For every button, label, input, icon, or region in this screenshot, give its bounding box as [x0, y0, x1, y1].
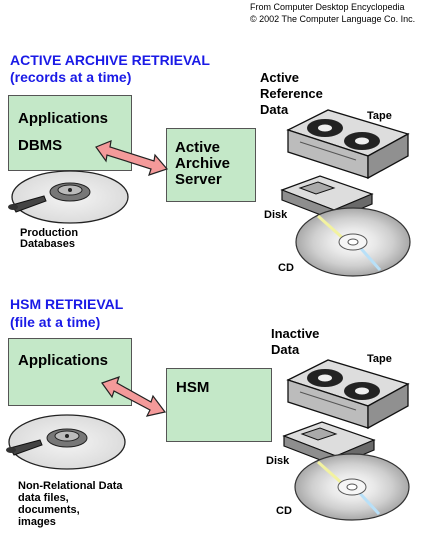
bottom-double-arrow — [101, 376, 167, 417]
top-disk-media-label: Disk — [264, 209, 288, 221]
top-subtitle: (records at a time) — [10, 69, 132, 85]
credit-line-1: From Computer Desktop Encyclopedia — [250, 2, 405, 12]
credit-line-2: © 2002 The Computer Language Co. Inc. — [250, 14, 416, 24]
bottom-hsm-label: HSM — [176, 379, 210, 396]
top-applications-label: Applications — [18, 110, 109, 127]
bottom-applications-box — [8, 338, 132, 406]
bottom-tape-icon — [286, 359, 410, 430]
top-server-line-1: Active — [175, 139, 221, 156]
top-cd-icon — [295, 207, 411, 277]
top-double-arrow — [95, 140, 169, 176]
bottom-applications-label: Applications — [18, 352, 109, 369]
bottom-subtitle: (file at a time) — [10, 314, 101, 330]
bottom-disk-label-3: documents, — [18, 504, 80, 516]
top-tape-label: Tape — [367, 110, 392, 122]
top-dbms-label: DBMS — [18, 137, 63, 154]
top-hard-disk-icon — [8, 170, 129, 224]
top-data-label-1: Active — [260, 70, 300, 85]
top-cd-label: CD — [278, 262, 294, 274]
bottom-disk-label-2: data files, — [18, 492, 69, 504]
bottom-data-label-2: Data — [271, 342, 300, 357]
bottom-hard-disk-icon — [6, 414, 126, 470]
bottom-disk-media-label: Disk — [266, 455, 290, 467]
top-applications-box — [8, 95, 132, 171]
top-disk-label-2: Databases — [20, 238, 76, 250]
bottom-disk-label-4: images — [18, 516, 56, 528]
top-server-line-3: Server — [175, 171, 222, 188]
bottom-disk-label-1: Non-Relational Data — [18, 480, 123, 492]
bottom-data-label-1: Inactive — [271, 326, 320, 341]
top-data-label-2: Reference — [260, 86, 323, 101]
top-server-line-2: Archive — [175, 155, 231, 172]
bottom-title: HSM RETRIEVAL — [10, 296, 124, 312]
top-data-label-3: Data — [260, 102, 289, 117]
bottom-tape-label: Tape — [367, 353, 392, 365]
top-title: ACTIVE ARCHIVE RETRIEVAL — [10, 52, 210, 68]
top-disk-label-1: Production — [20, 227, 79, 239]
bottom-cd-icon — [294, 453, 410, 521]
bottom-hsm-box — [166, 368, 272, 442]
top-tape-icon — [286, 109, 410, 180]
top-server-box — [166, 128, 256, 202]
bottom-cd-label: CD — [276, 505, 292, 517]
